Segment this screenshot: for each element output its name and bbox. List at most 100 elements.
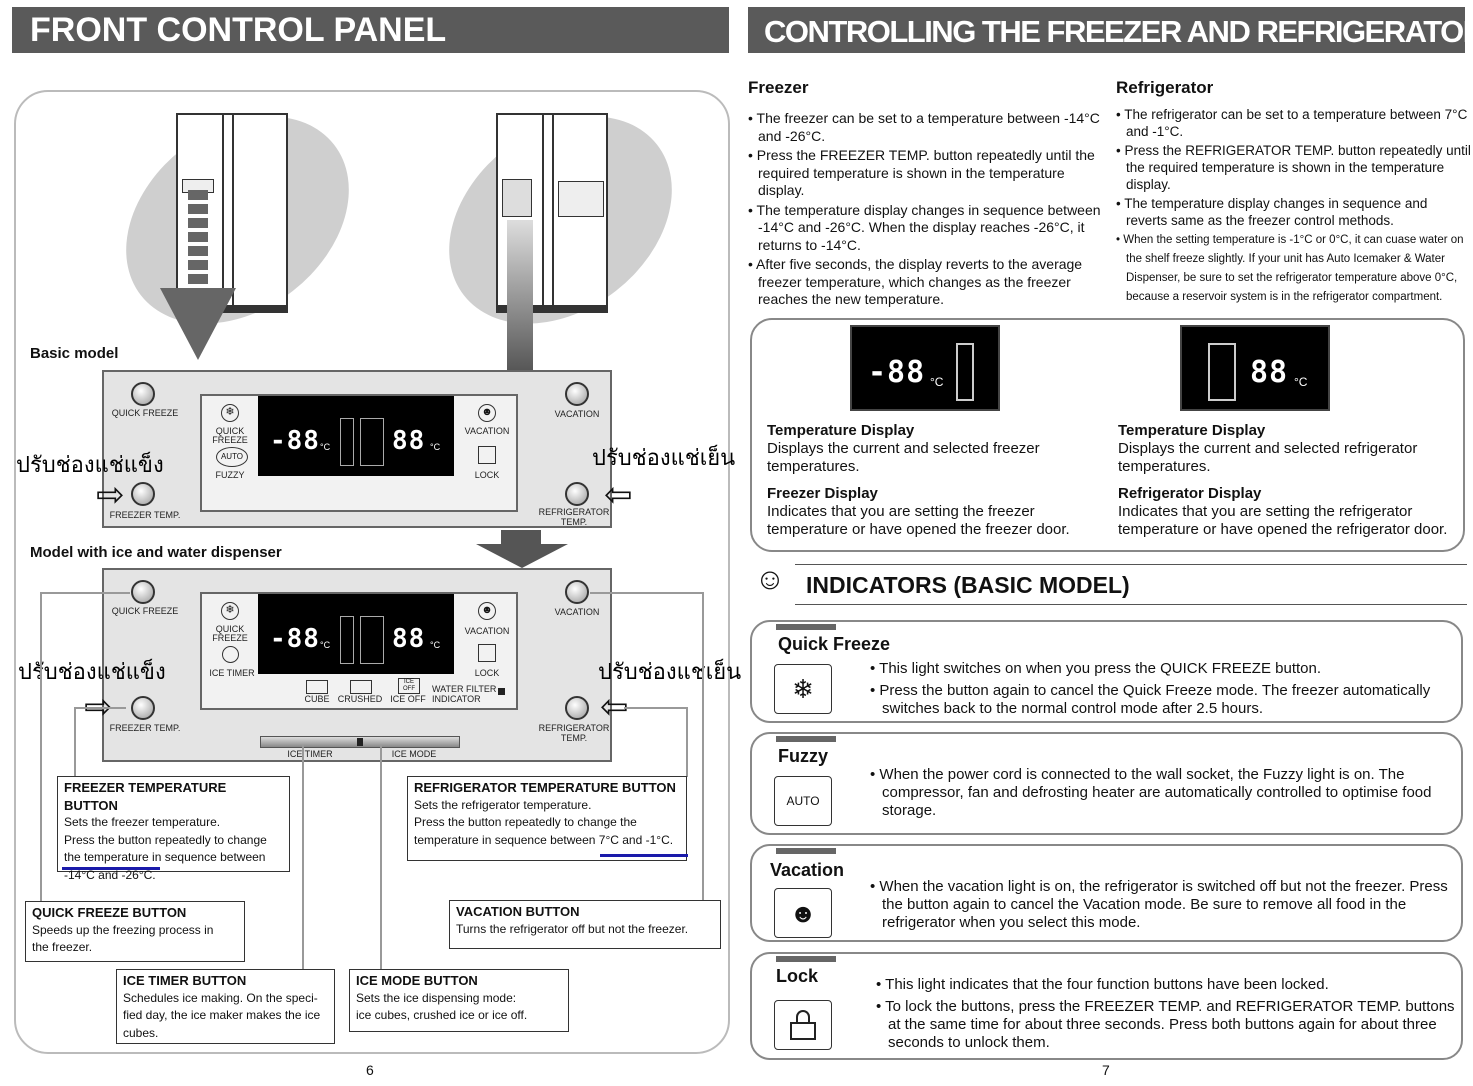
callout-line: Press the button repeatedly to change — [64, 832, 267, 847]
freezer-temp-label-2: FREEZER TEMP. — [109, 723, 181, 733]
callout-title: QUICK FREEZE BUTTON — [32, 905, 187, 920]
callout-line: Speeds up the freezing process in — [32, 922, 214, 937]
leader-line — [702, 592, 704, 900]
indicator-title: Quick Freeze — [778, 634, 891, 654]
temp-display-title-2: Temperature Display — [1118, 422, 1266, 439]
ice-mode-slider-label: ICE MODE — [391, 749, 437, 759]
fridge-door-bar — [360, 418, 384, 466]
quick-freeze-button[interactable] — [131, 382, 155, 406]
ice-timer-callout: ICE TIMER BUTTON Schedules ice making. O… — [116, 969, 335, 1044]
callout-line: temperature in sequence between 7°C and … — [414, 832, 674, 847]
snowflake-icon: ❄ — [774, 664, 832, 714]
quick-freeze-label-2: QUICK FREEZE — [111, 606, 179, 616]
fridge-bullet: • When the setting temperature is -1°C o… — [1116, 234, 1464, 303]
dispenser-lcd: -88 °C 88 °C — [258, 594, 454, 674]
freezer-temp-button[interactable] — [131, 482, 155, 506]
temp-display-desc: Displays the current and selected freeze… — [767, 440, 1040, 475]
card-tab — [776, 848, 836, 854]
card-tab — [776, 624, 836, 630]
vacation-indicator-card: Vacation ☻ • When the vacation light is … — [750, 844, 1463, 942]
callout-line: Schedules ice making. On the speci- — [123, 990, 318, 1005]
vacation-indicator-label: VACATION — [464, 426, 510, 436]
refrigerator-display-title: Refrigerator Display — [1118, 485, 1262, 502]
indicator-desc: • This light switches on when you press … — [870, 660, 1431, 717]
indicator-desc: • When the vacation light is on, the ref… — [870, 878, 1448, 931]
leader-line — [624, 707, 686, 709]
callout-line: ice cubes, crushed ice or ice off. — [356, 1008, 528, 1022]
vacation-button[interactable] — [565, 382, 589, 406]
fridge-display-text-block: Temperature Display Displays the current… — [1118, 422, 1460, 539]
refrigerator-temp-label-4: TEMP. — [560, 733, 588, 743]
fridge-lcd-digits-2: 88 — [392, 624, 426, 654]
lock-indicator-card: Lock • This light indicates that the fou… — [750, 952, 1463, 1060]
refrigerator-bullets: • The refrigerator can be set to a tempe… — [1116, 106, 1472, 307]
control-panel-frame — [14, 90, 730, 1054]
callout-line: -14°C and -26°C. — [64, 867, 156, 882]
arrow-stem-left — [188, 190, 208, 290]
water-filter-indicator-light — [498, 688, 505, 695]
freezer-display-image: -88 °C — [850, 325, 1000, 411]
quick-label: QUICK — [215, 426, 245, 436]
dispenser-display-area: ❄ QUICK FREEZE ICE TIMER -88 °C 88 °C ☻ … — [200, 592, 518, 710]
callout-title: FREEZER TEMPERATURE BUTTON — [64, 780, 227, 813]
freezer-bullets: • The freezer can be set to a temperatur… — [748, 110, 1106, 309]
leader-line — [40, 592, 130, 594]
ice-slider-handle[interactable] — [357, 738, 363, 746]
fridge-door-indicator — [1208, 343, 1236, 401]
indicator-desc: • This light indicates that the four fun… — [876, 976, 1455, 1051]
card-tab — [776, 736, 836, 742]
leader-line — [590, 592, 702, 594]
fridge-lcd-digits: 88 — [392, 426, 426, 456]
thai-freezer-label-basic: ปรับช่องแช่แข็ง — [16, 453, 164, 478]
refrigerator-temp-label-2: TEMP. — [560, 517, 588, 527]
refrigerator-temp-label: REFRIGERATOR — [538, 507, 610, 517]
basic-control-panel: QUICK FREEZE VACATION FREEZER TEMP. REFR… — [102, 370, 612, 528]
lock-indicator-label-2: LOCK — [474, 668, 500, 678]
ice-slider[interactable] — [260, 736, 460, 748]
refrigerator-temp-button[interactable] — [565, 482, 589, 506]
ice-timer-slider-label: ICE TIMER — [287, 749, 333, 759]
crushed-icon — [350, 680, 372, 694]
fridge-door-bar-2 — [360, 616, 384, 664]
callout-title: REFRIGERATOR TEMPERATURE BUTTON — [414, 780, 676, 795]
quick-freeze-indicator-card: Quick Freeze ❄ • This light switches on … — [750, 620, 1463, 723]
callout-title: ICE MODE BUTTON — [356, 973, 478, 988]
freezer-lcd-digits: -88 — [270, 426, 320, 456]
auto-icon: AUTO — [774, 776, 832, 826]
dispenser-control-panel: QUICK FREEZE VACATION FREEZER TEMP. REFR… — [102, 568, 612, 762]
indicator-title: Lock — [776, 966, 819, 986]
basic-lcd: -88 °C 88 °C — [258, 396, 454, 476]
freezer-section-title: Freezer — [748, 78, 809, 97]
vacation-label-2: VACATION — [554, 607, 600, 617]
basic-display-area: ❄ QUICK FREEZE AUTO FUZZY -88 °C 88 °C ☻… — [200, 394, 518, 512]
fridge-bullet: • The refrigerator can be set to a tempe… — [1116, 107, 1468, 139]
crushed-label: CRUSHED — [337, 694, 383, 704]
thai-fridge-label-basic: ปรับช่องแช่เย็น — [592, 446, 736, 471]
quick-freeze-indicator-icon: ❄ — [221, 404, 239, 422]
vacation-button-2[interactable] — [565, 580, 589, 604]
freeze-label: FREEZE — [212, 435, 248, 445]
card-tab — [776, 956, 836, 962]
vacation-label: VACATION — [554, 409, 600, 419]
refrigerator-display-image: 88 °C — [1180, 325, 1330, 411]
cube-label: CUBE — [304, 694, 330, 704]
temp-display-desc-2: Displays the current and selected refrig… — [1118, 440, 1418, 475]
display-explanation-box — [750, 318, 1465, 552]
freezer-display-unit: °C — [930, 375, 944, 389]
ice-mode-callout: ICE MODE BUTTON Sets the ice dispensing … — [349, 969, 569, 1032]
refrigerator-temp-button-2[interactable] — [565, 696, 589, 720]
freezer-lcd-unit-2: °C — [320, 640, 331, 650]
fridge-lcd-unit-2: °C — [430, 640, 441, 650]
page-number-left: 6 — [366, 1062, 374, 1078]
vacation-indicator-icon: ☻ — [478, 404, 496, 422]
indicators-rule-bottom — [795, 604, 1467, 605]
freezer-display-desc: Indicates that you are setting the freez… — [767, 503, 1070, 538]
freezer-door-bar — [340, 418, 354, 466]
quick-freeze-button-2[interactable] — [131, 580, 155, 604]
water-filter-indicator-label: INDICATOR — [432, 694, 481, 704]
leader-line — [302, 745, 304, 971]
fridge-lcd-unit: °C — [430, 442, 441, 452]
fridge-bullet: • Press the REFRIGERATOR TEMP. button re… — [1116, 143, 1471, 192]
freezer-temp-button-2[interactable] — [131, 696, 155, 720]
callout-line: Sets the refrigerator temperature. — [414, 797, 592, 812]
